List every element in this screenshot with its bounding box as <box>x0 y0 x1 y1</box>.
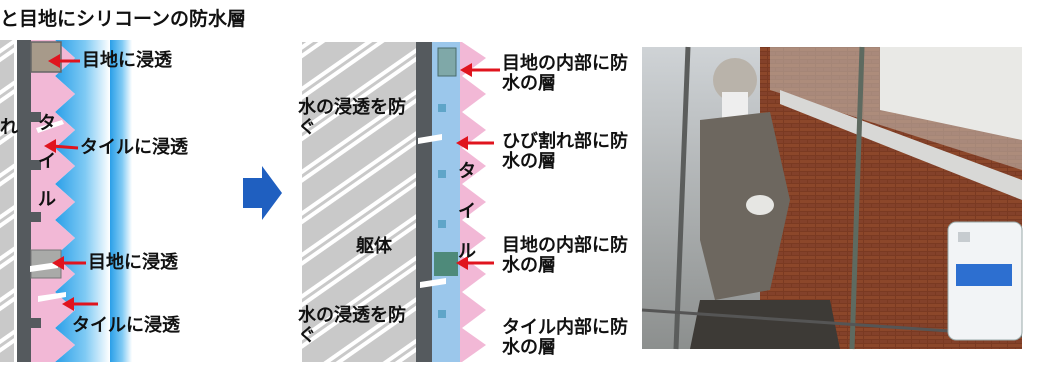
right-joint-top <box>437 47 457 77</box>
right-prevent-bottom: 水の浸透を防ぐ <box>298 305 406 346</box>
right-panel <box>302 42 500 362</box>
right-wall-hatch <box>302 42 416 362</box>
photo-scaffold-deck <box>690 300 840 349</box>
left-crack-2 <box>30 262 58 272</box>
worker-photo <box>641 46 1023 350</box>
page-title: と目地にシリコーンの防水層 <box>0 8 247 30</box>
right-crack-1 <box>418 134 442 144</box>
left-tile-layer <box>31 40 75 362</box>
right-joint-bottom <box>434 252 458 276</box>
left-crack-3 <box>38 292 66 302</box>
right-prevent-top: 水の浸透を防ぐ <box>298 97 406 138</box>
left-water-zigzag <box>55 40 110 362</box>
worker-helmet <box>713 58 757 102</box>
right-tile-char: ル <box>458 241 476 262</box>
left-crack-1 <box>36 120 64 133</box>
left-panel <box>0 40 132 362</box>
left-tile-char: タ <box>38 113 56 134</box>
right-body-label: 躯体 <box>356 236 392 257</box>
right-label-2: ひび割れ部に防水の層 <box>502 131 628 172</box>
left-tile-label: タ イ ル <box>36 110 58 214</box>
left-mortar-layer <box>17 40 31 362</box>
right-mortar-layer <box>416 42 432 362</box>
left-water-gradient <box>110 40 132 362</box>
next-arrow-icon <box>243 166 282 220</box>
left-label-joint-bottom: 目地に浸透 <box>88 252 178 273</box>
worker-body <box>700 112 790 300</box>
photo-sill <box>780 90 1022 200</box>
right-crack-2 <box>420 278 446 288</box>
left-label-joint-top: 目地に浸透 <box>82 50 172 71</box>
right-tile-label: タ イ ル <box>456 158 478 266</box>
left-tile-char: イ <box>38 151 56 172</box>
left-wall-hatch <box>0 40 14 362</box>
left-label-tile-top: タイルに浸透 <box>80 137 188 158</box>
right-label-3: 目地の内部に防水の層 <box>502 235 628 276</box>
left-cropped-text: れ <box>0 117 18 138</box>
right-label-4: タイル内部に防水の層 <box>502 317 628 358</box>
left-label-tile-bottom: タイルに浸透 <box>72 315 180 336</box>
left-arrows <box>44 54 98 311</box>
right-water-barrier <box>432 42 460 362</box>
right-arrows <box>456 63 500 270</box>
right-label-1: 目地の内部に防水の層 <box>502 53 628 94</box>
right-tile-char: タ <box>458 161 476 182</box>
right-tile-char: イ <box>458 201 476 222</box>
left-tile-char: ル <box>38 189 56 210</box>
